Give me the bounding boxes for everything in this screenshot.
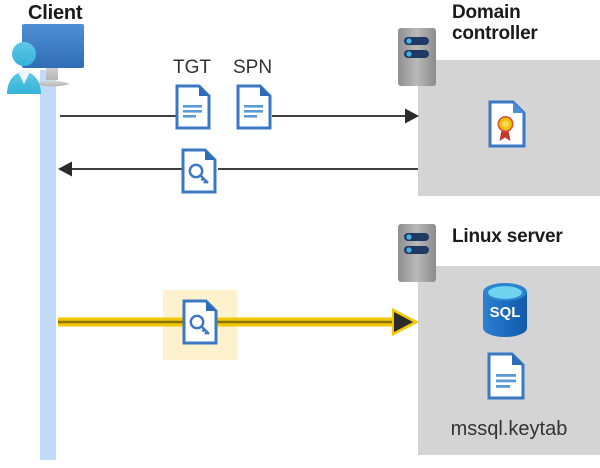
spn-label: SPN: [233, 57, 273, 78]
key-document-icon-ticket: [182, 299, 218, 345]
sql-database-icon: SQL: [483, 283, 527, 337]
sql-icon-text: SQL: [490, 304, 521, 321]
flow-response-arrow: [58, 161, 418, 177]
linux-server-icon: [398, 224, 436, 282]
domain-controller-title: Domain controller: [452, 2, 538, 45]
linux-server-title: Linux server: [452, 226, 563, 247]
client-title: Client: [28, 2, 83, 24]
workstation-user-icon: [7, 24, 84, 94]
flow-ticket-arrow: [58, 308, 419, 336]
domain-controller-title-line1: Domain: [452, 2, 521, 23]
spn-document-icon: [236, 84, 272, 130]
certificate-document-icon: [488, 100, 526, 148]
tgt-label: TGT: [173, 57, 211, 78]
domain-controller-server-icon: [398, 28, 436, 86]
client-lifeline: [40, 70, 56, 460]
tgt-document-icon: [175, 84, 211, 130]
key-document-icon-response: [181, 148, 217, 194]
keytab-filename-label: mssql.keytab: [450, 418, 568, 440]
keytab-document-icon: [487, 352, 525, 400]
domain-controller-title-line2: controller: [452, 23, 538, 45]
